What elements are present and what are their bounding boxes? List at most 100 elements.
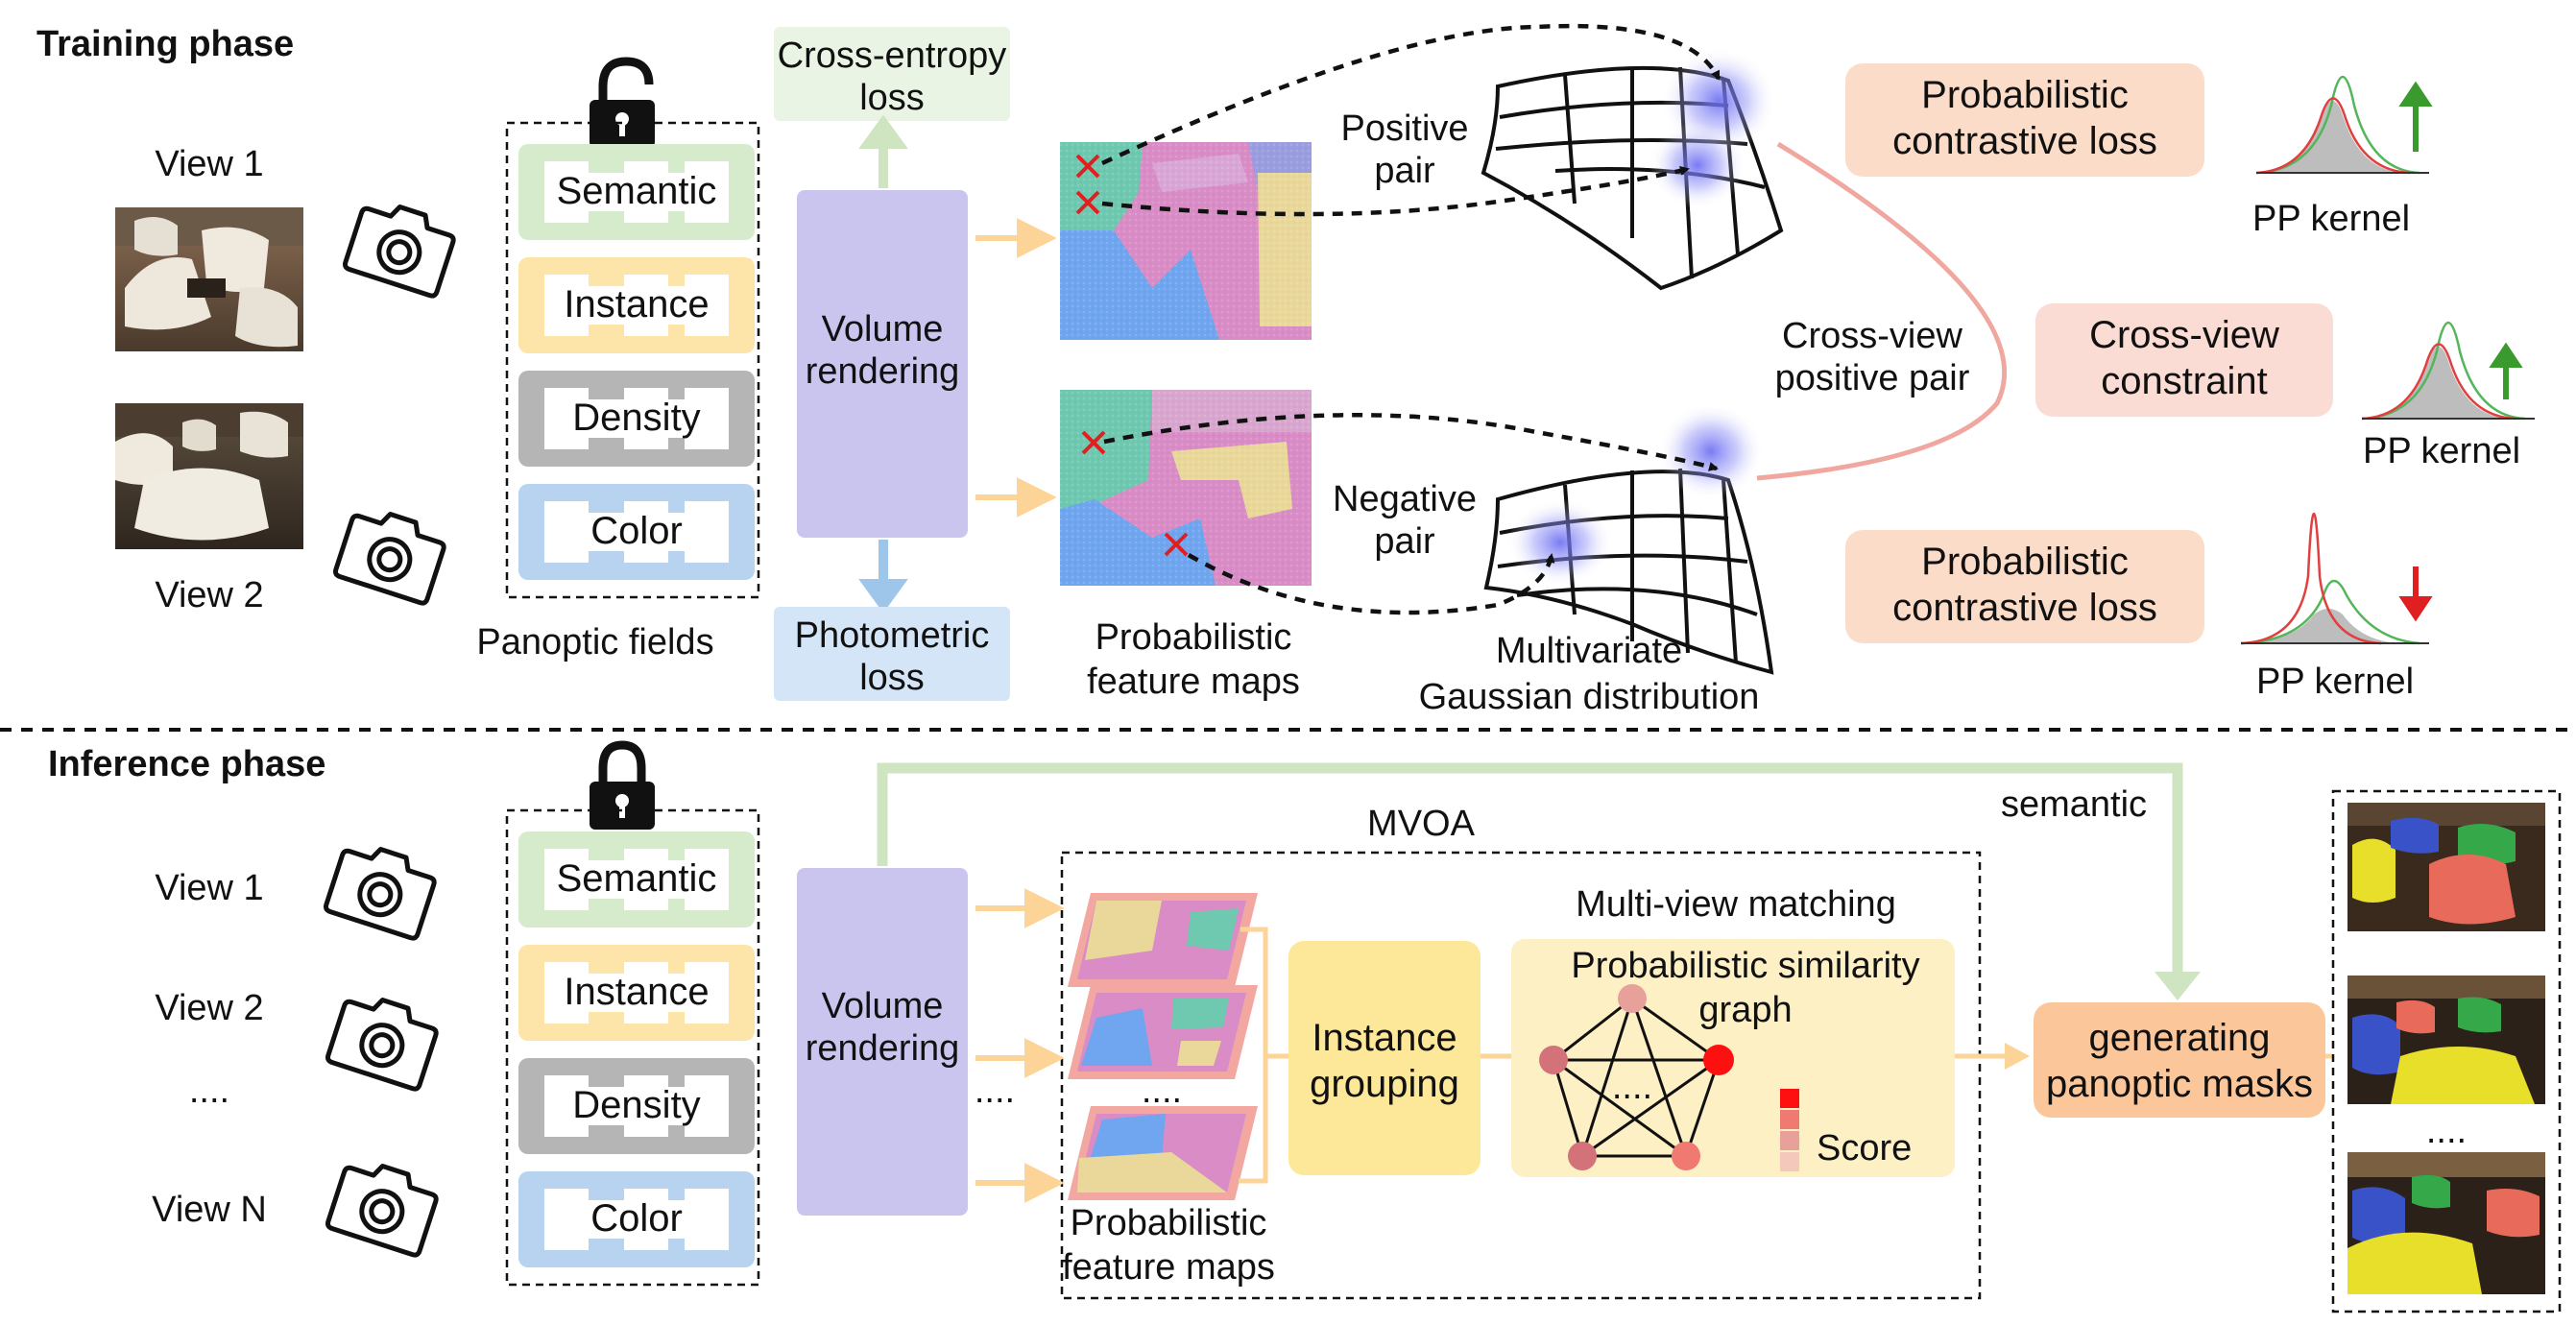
loss-box-line-2: contrastive loss bbox=[1892, 587, 2157, 629]
gaussian-caption-line-1: Multivariate bbox=[1496, 631, 1682, 671]
graph-node bbox=[1568, 1142, 1597, 1170]
photometric-loss-line-2: loss bbox=[859, 658, 925, 698]
inference-feature-map-3 bbox=[1068, 1106, 1258, 1200]
training-fields-box bbox=[505, 121, 760, 599]
positive-pair-line-2: pair bbox=[1374, 151, 1435, 191]
field-label: Instance bbox=[564, 971, 709, 1013]
panoptic-fields-caption: Panoptic fields bbox=[476, 622, 713, 662]
inference-view-2-label: View 2 bbox=[155, 988, 263, 1028]
camera-icon bbox=[342, 205, 456, 299]
training-field-color: Color bbox=[518, 484, 755, 580]
training-feature-map-1 bbox=[1060, 142, 1312, 340]
cross-view-pair-line-2: positive pair bbox=[1775, 358, 1970, 398]
loss-box-line-2: contrastive loss bbox=[1892, 120, 2157, 162]
cross-mark-icon bbox=[1075, 154, 1189, 557]
output-mask-2 bbox=[2347, 976, 2545, 1104]
graph-node bbox=[1618, 984, 1647, 1013]
arrow-up-icon bbox=[2398, 81, 2433, 152]
output-mask-1 bbox=[2347, 803, 2545, 931]
inference-fields-box bbox=[505, 808, 760, 1287]
negative-pair-line-1: Negative bbox=[1333, 479, 1477, 519]
lock-closed-icon bbox=[590, 740, 655, 830]
similarity-graph-line-1: Probabilistic similarity bbox=[1571, 946, 1919, 986]
training-phase-title: Training phase bbox=[36, 24, 294, 64]
volume-rendering-line-2: rendering bbox=[806, 351, 960, 392]
loss-box-line-1: Cross-view bbox=[2089, 314, 2279, 356]
arrow-right-icon bbox=[975, 218, 1057, 258]
cross-entropy-loss-line-1: Cross-entropy bbox=[778, 36, 1007, 76]
arrow-up-icon bbox=[2489, 342, 2523, 399]
output-masks-box bbox=[2331, 789, 2562, 1313]
pp-kernel-plot-2 bbox=[2361, 321, 2535, 421]
arrow-right-icon bbox=[975, 1163, 1065, 1203]
cross-entropy-loss-line-2: loss bbox=[859, 78, 925, 118]
mvoa-region bbox=[1060, 851, 1982, 1300]
training-feature-maps-caption-1: Probabilistic bbox=[1095, 617, 1292, 658]
inference-feature-map-1 bbox=[1068, 893, 1258, 987]
arrow-right-icon bbox=[975, 1038, 1065, 1078]
volume-rendering-line-1: Volume bbox=[822, 986, 944, 1026]
generating-line-2: panoptic masks bbox=[2046, 1063, 2313, 1105]
generating-masks-box bbox=[2034, 1002, 2325, 1118]
negative-pair-line-2: pair bbox=[1374, 521, 1435, 562]
positive-pair-arrow bbox=[1101, 166, 1690, 217]
arrow-up-icon bbox=[858, 114, 908, 188]
cross-view-link bbox=[1756, 141, 2008, 481]
positive-pair-arrow bbox=[1101, 23, 1721, 166]
multi-view-matching-label: Multi-view matching bbox=[1576, 884, 1896, 925]
camera-icon bbox=[325, 1164, 439, 1258]
inference-volume-rendering-box bbox=[797, 868, 968, 1216]
inference-phase-title: Inference phase bbox=[48, 744, 325, 784]
semantic-path-arrow bbox=[877, 762, 2183, 979]
arrow-down-icon bbox=[2398, 566, 2433, 622]
inference-field-semantic: Semantic bbox=[518, 831, 755, 928]
graph-dots: .... bbox=[1612, 1067, 1652, 1107]
instance-grouping-line-1: Instance bbox=[1312, 1017, 1457, 1059]
loss-box-line-1: Probabilistic bbox=[1921, 74, 2129, 116]
lock-open-icon bbox=[590, 57, 655, 148]
training-field-instance: Instance bbox=[518, 257, 755, 353]
training-view-2-label: View 2 bbox=[155, 575, 263, 615]
field-label: Density bbox=[572, 397, 700, 439]
arrow-right-icon bbox=[2005, 1043, 2030, 1070]
photometric-loss-box bbox=[774, 607, 1010, 701]
training-volume-rendering-box bbox=[797, 190, 968, 538]
pp-kernel-label: PP kernel bbox=[2363, 431, 2520, 471]
graph-node bbox=[1703, 1045, 1734, 1075]
field-label: Semantic bbox=[557, 857, 717, 900]
pp-kernel-label: PP kernel bbox=[2256, 662, 2414, 702]
field-label: Color bbox=[590, 1197, 683, 1240]
loss-box-line-1: Probabilistic bbox=[1921, 541, 2129, 583]
output-mask-3 bbox=[2347, 1152, 2545, 1294]
pp-kernel-label: PP kernel bbox=[2252, 199, 2410, 239]
training-field-semantic: Semantic bbox=[518, 144, 755, 240]
pp-kernel-plot-1 bbox=[2255, 75, 2429, 175]
volume-rendering-line-2: rendering bbox=[806, 1028, 960, 1069]
graph-node bbox=[1539, 1046, 1568, 1074]
cross-view-arrow bbox=[1103, 412, 1719, 471]
training-view-1-label: View 1 bbox=[155, 144, 263, 184]
camera-icon bbox=[325, 998, 439, 1092]
pp-kernel-plot-3 bbox=[2240, 512, 2429, 645]
inference-feature-maps-caption-1: Probabilistic bbox=[1071, 1203, 1267, 1243]
arrow-right-icon bbox=[975, 477, 1057, 518]
inference-feature-maps-caption-2: feature maps bbox=[1062, 1247, 1275, 1288]
training-feature-map-2 bbox=[1060, 390, 1312, 586]
semantic-label: semantic bbox=[2001, 784, 2147, 825]
gaussian-caption-line-2: Gaussian distribution bbox=[1419, 677, 1760, 717]
photometric-loss-line-1: Photometric bbox=[795, 615, 990, 656]
score-legend bbox=[1780, 1089, 1799, 1171]
field-label: Semantic bbox=[557, 170, 717, 212]
cross-view-pair-line-1: Cross-view bbox=[1782, 316, 1962, 356]
probabilistic-contrastive-loss-box bbox=[1845, 63, 2204, 177]
inference-view-1-label: View 1 bbox=[155, 868, 263, 908]
field-label: Density bbox=[572, 1084, 700, 1126]
generating-line-1: generating bbox=[2088, 1017, 2270, 1059]
probabilistic-contrastive-loss-box bbox=[1845, 530, 2204, 643]
positive-pair-line-1: Positive bbox=[1340, 108, 1468, 149]
inference-view-ellipsis: .... bbox=[189, 1071, 229, 1111]
instance-grouping-box bbox=[1288, 941, 1481, 1175]
arrow-right-icon bbox=[975, 888, 1065, 928]
